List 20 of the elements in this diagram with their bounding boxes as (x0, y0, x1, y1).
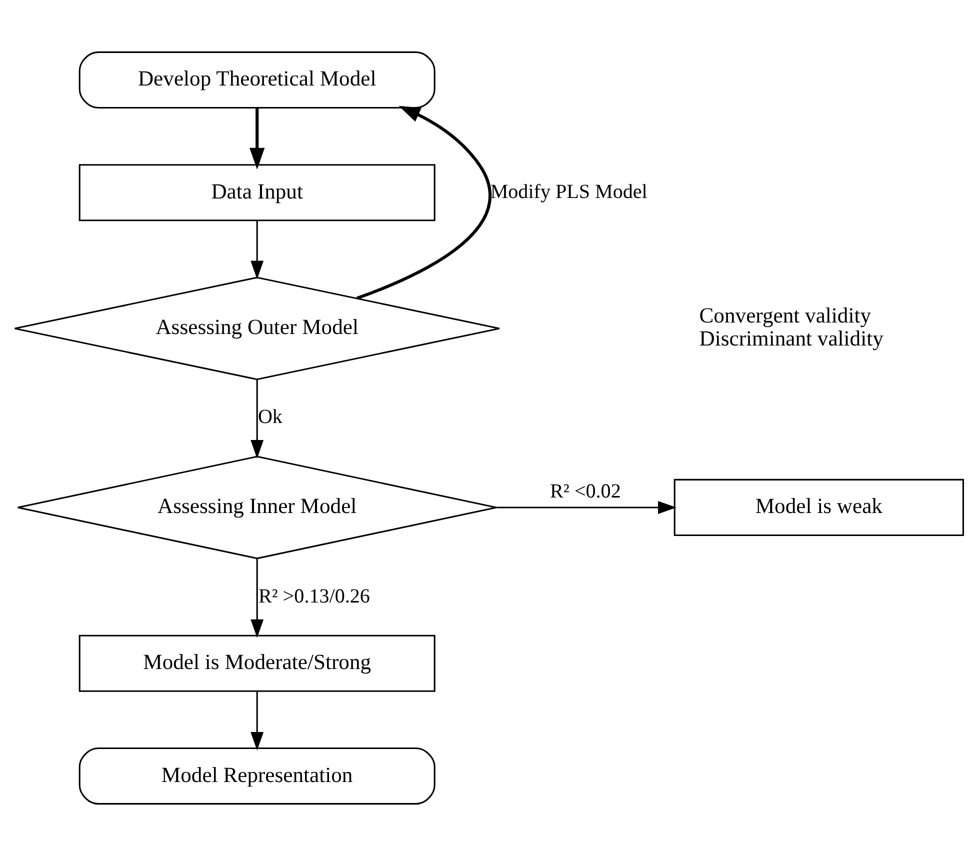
node-box: Model is weak (674, 478, 964, 536)
edge-label: R² <0.02 (550, 480, 621, 502)
arrow (250, 108, 265, 169)
node-box: Data Input (78, 164, 436, 221)
edge-label: Modify PLS Model (490, 180, 648, 202)
node-label: Discriminant validity (699, 326, 884, 350)
arrow (250, 690, 264, 750)
node-diamond: Assessing Inner Model (17, 455, 498, 559)
arrow (356, 105, 492, 300)
node-box: Develop Theoretical Model (78, 50, 436, 108)
arrow (250, 220, 264, 279)
node-box: Model is Moderate/Strong (78, 634, 436, 692)
edge-label: R² >0.13/0.26 (258, 584, 370, 607)
arrow (496, 500, 677, 514)
node-box: Model Representation (78, 747, 436, 804)
arrow (250, 558, 264, 638)
arrow (250, 378, 264, 458)
edge-label: Ok (258, 406, 282, 428)
node-diamond: Assessing Outer Model (14, 276, 500, 380)
node-label: Convergent validity (699, 303, 872, 328)
